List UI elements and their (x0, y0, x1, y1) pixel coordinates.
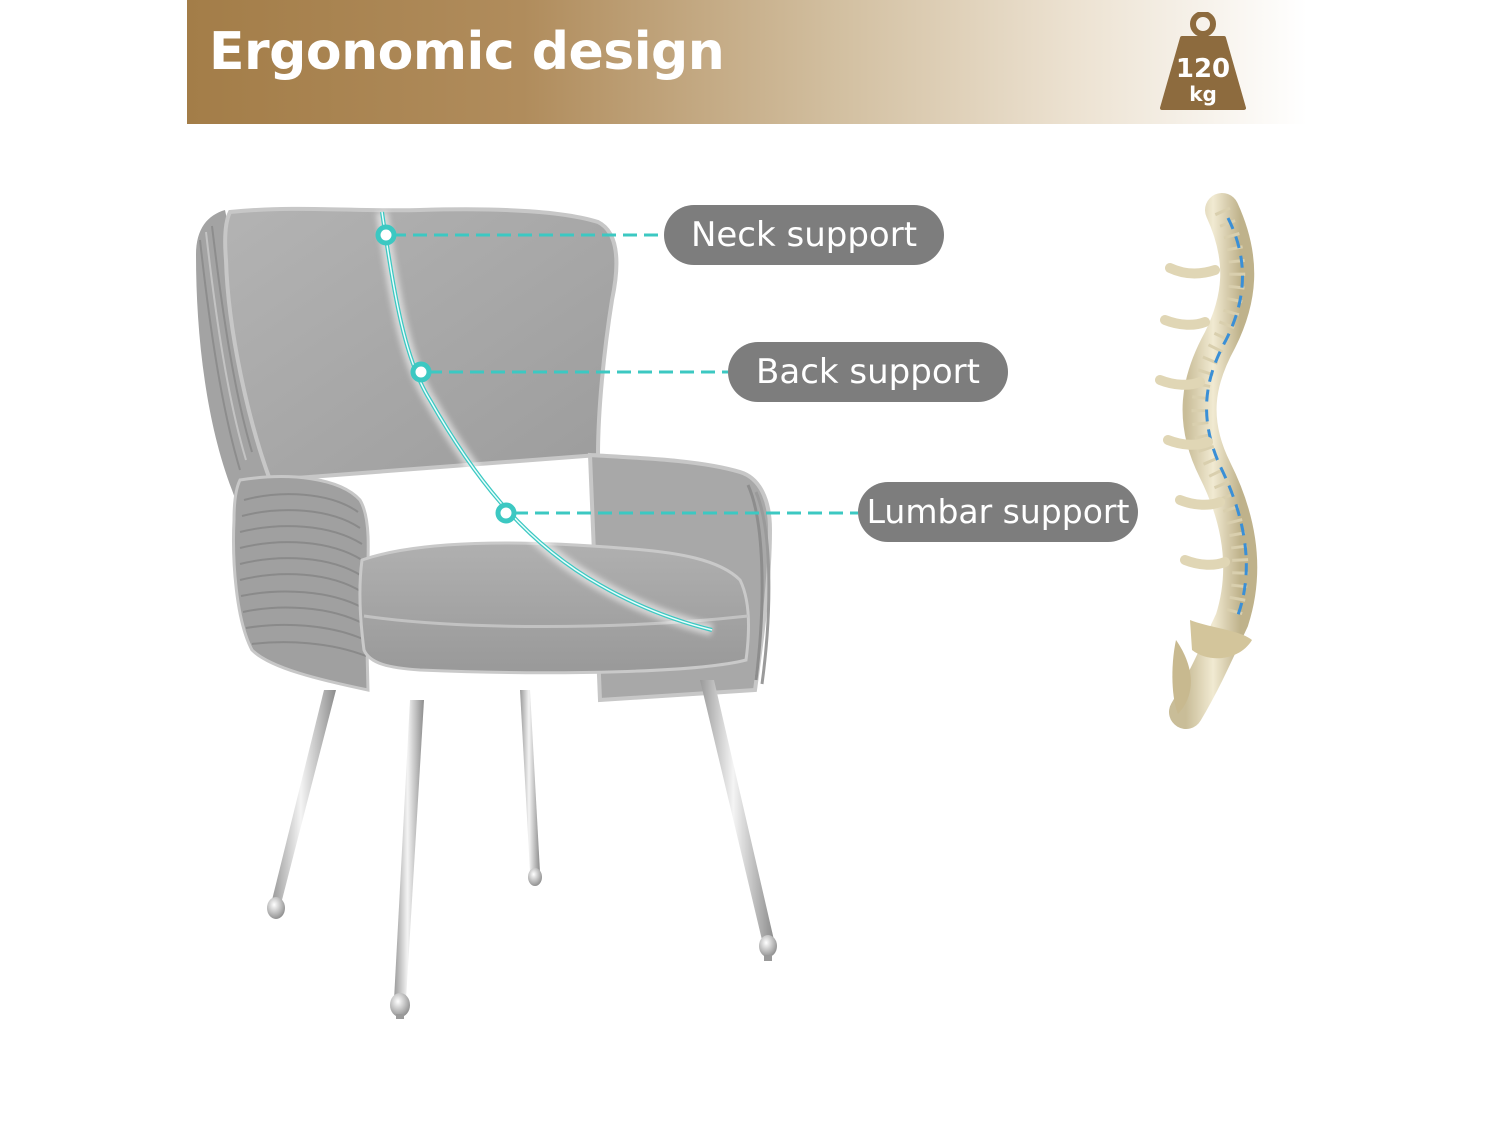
chair-left-arm (232, 475, 370, 692)
chair-back-legs (267, 690, 542, 919)
chair-image (196, 206, 777, 1019)
weight-badge: 120 kg (1160, 11, 1246, 112)
chair-seat (358, 541, 750, 675)
ergonomic-curve (376, 211, 714, 636)
lumbar-support-label: Lumbar support (858, 482, 1138, 542)
page-title: Ergonomic design (209, 22, 725, 82)
back-dot (410, 361, 432, 383)
neck-support-label: Neck support (664, 205, 944, 265)
spine-image (1155, 193, 1258, 729)
weight-icon (1160, 11, 1246, 110)
header-banner: Ergonomic design (187, 0, 1307, 124)
weight-unit: kg (1189, 82, 1217, 106)
callout-connectors (392, 233, 858, 515)
lumbar-dot (495, 502, 517, 524)
chair-front-legs (390, 680, 777, 1019)
chair-backrest (223, 206, 619, 483)
neck-dot (375, 224, 397, 246)
chair-pleats (239, 493, 367, 657)
callout-dots (375, 224, 517, 524)
weight-value: 120 (1175, 54, 1231, 84)
back-support-label: Back support (728, 342, 1008, 402)
